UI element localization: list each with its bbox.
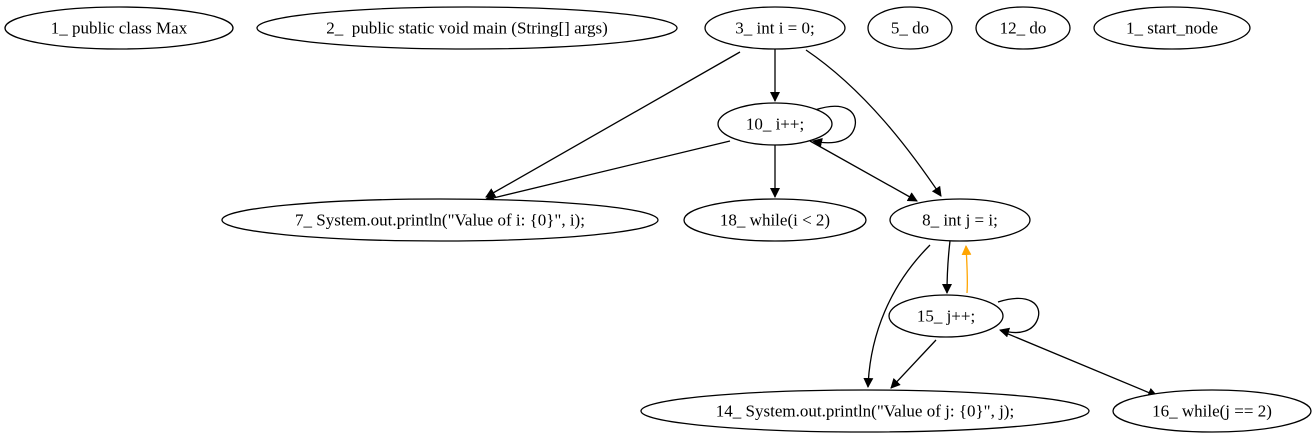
node-n_start: 1_ start_node [1093,6,1251,50]
edge-n3-to-n7 [485,51,741,198]
node-label: 14_ System.out.println("Value of j: {0}"… [716,402,1014,421]
node-ellipse [221,198,659,242]
node-ellipse [889,198,1031,242]
edge-n15-to-n16 [1000,330,1158,398]
node-n_main: 2_ public static void main (String[] arg… [256,6,678,50]
node-ellipse [888,294,1004,338]
node-ellipse [640,389,1090,433]
node-label: 15_ j++; [917,307,975,326]
node-ellipse [256,6,678,50]
node-n_class: 1_ public class Max [4,6,234,50]
node-n8: 8_ int j = i; [889,198,1031,242]
edge-n10-to-n8 [809,140,918,202]
node-ellipse [975,6,1071,50]
edge-n3-to-n8 [805,49,942,197]
node-label: 5_ do [891,19,929,38]
node-label: 1_ public class Max [51,19,188,38]
node-label: 10_ i++; [746,115,804,134]
edge-n10-to-n7 [484,140,731,203]
node-n5: 5_ do [867,6,953,50]
node-ellipse [4,6,234,50]
node-ellipse [1112,389,1312,433]
node-ellipse [867,6,953,50]
node-n10: 10_ i++; [717,102,833,146]
node-n14: 14_ System.out.println("Value of j: {0}"… [640,389,1090,433]
node-ellipse [1093,6,1251,50]
edge-n15-to-n15 [997,297,1040,338]
node-ellipse [717,102,833,146]
node-n16: 16_ while(j == 2) [1112,389,1312,433]
edge-n8-to-n14 [863,244,931,388]
node-n18: 18_ while(i < 2) [683,198,867,242]
edge-n15-to-n8 [961,245,972,294]
edges-layer [484,49,1158,398]
node-n3: 3_ int i = 0; [704,6,846,50]
node-n15: 15_ j++; [888,294,1004,338]
node-label: 18_ while(i < 2) [720,211,830,230]
node-label: 8_ int j = i; [922,211,998,230]
node-n12: 12_ do [975,6,1071,50]
node-label: 2_ public static void main (String[] arg… [326,19,608,38]
node-ellipse [683,198,867,242]
nodes-layer: 1_ public class Max 2_ public static void… [4,6,1312,433]
node-label: 7_ System.out.println("Value of i: {0}",… [295,211,585,230]
node-label: 3_ int i = 0; [735,19,814,38]
edge-n8-to-n15 [942,240,953,294]
node-label: 12_ do [1000,19,1047,38]
node-n7: 7_ System.out.println("Value of i: {0}",… [221,198,659,242]
node-ellipse [704,6,846,50]
node-label: 16_ while(j == 2) [1152,402,1272,421]
edge-n10-to-n10 [812,105,857,148]
node-label: 1_ start_node [1126,19,1218,38]
edge-n15-to-n14 [890,339,937,389]
